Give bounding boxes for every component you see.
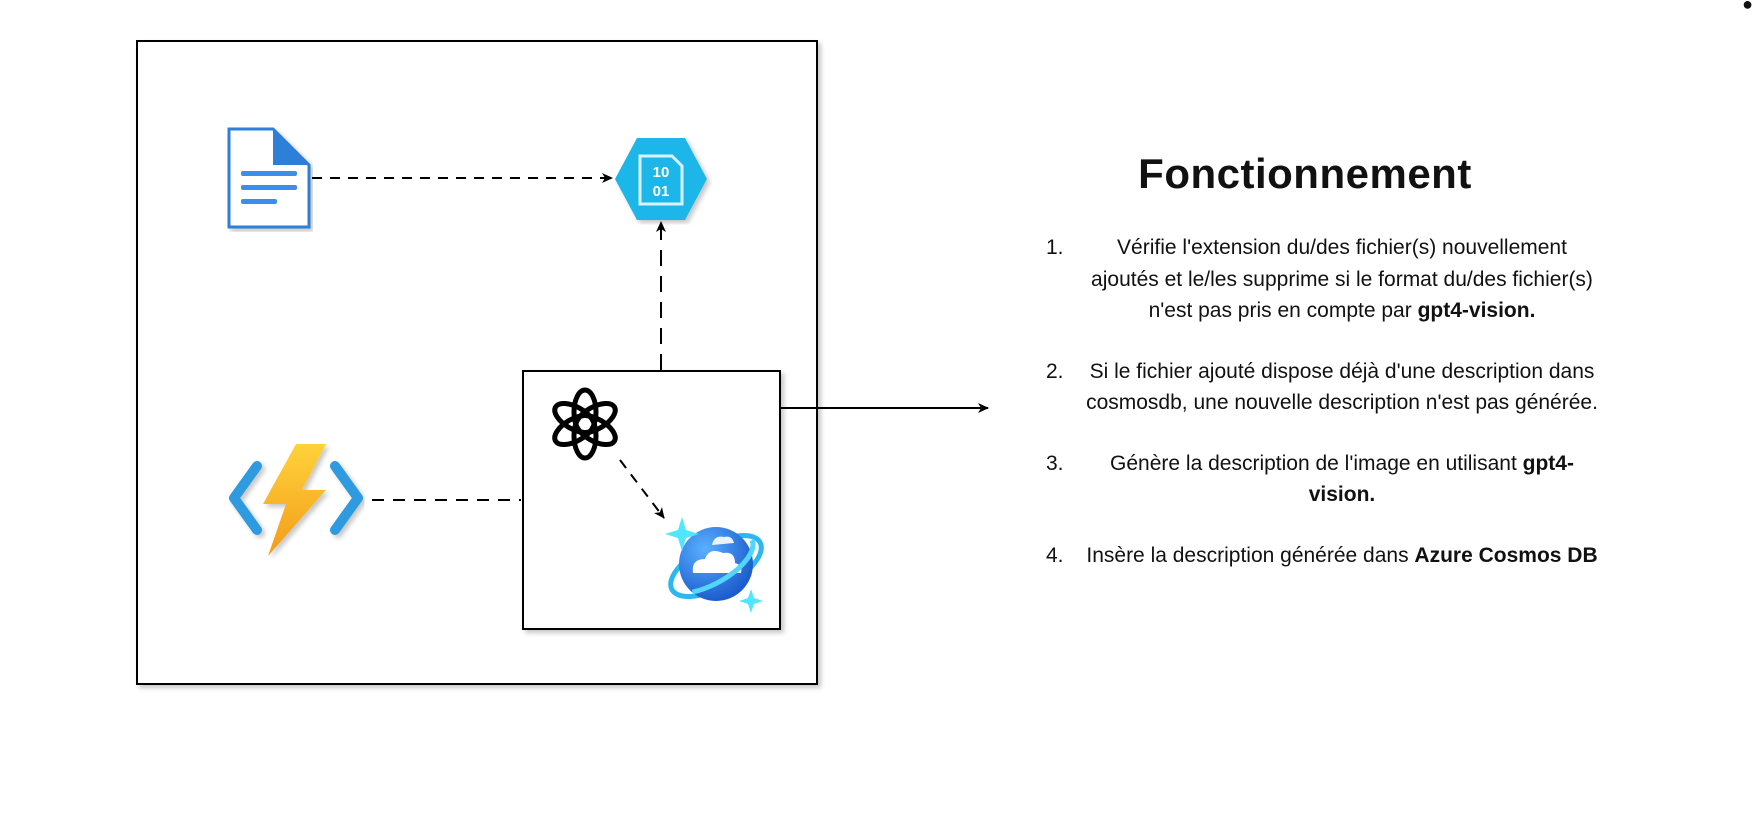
step-number: 3. [1046, 451, 1064, 475]
step-4: 4. Insère la description générée dans Az… [1030, 540, 1600, 572]
step-1: 1. Vérifie l'extension du/des fichier(s)… [1030, 232, 1600, 327]
step-text-bold: Azure Cosmos DB [1414, 543, 1598, 567]
step-text: Vérifie l'extension du/des fichier(s) no… [1091, 236, 1593, 322]
sparkle-small-icon [739, 589, 763, 613]
step-text-bold: gpt4-vision. [1417, 299, 1536, 322]
step-text: Insère la description générée dans [1086, 543, 1415, 567]
step-number: 1. [1046, 236, 1064, 259]
section-title: Fonctionnement [1138, 150, 1472, 197]
step-number: 4. [1046, 543, 1064, 567]
steps-list: 1. Vérifie l'extension du/des fichier(s)… [1030, 232, 1600, 600]
step-number: 2. [1046, 359, 1064, 383]
document-icon [227, 127, 311, 229]
step-text: Génère la description de l'image en util… [1110, 451, 1523, 475]
step-3: 3. Génère la description de l'image en u… [1030, 448, 1600, 511]
step-text-bold: gpt4-vision. [1308, 451, 1574, 507]
connector-openai-to-cosmos [619, 459, 665, 519]
step-text: Si le fichier ajouté dispose déjà d'une … [1086, 359, 1598, 415]
blob-icon-text-bottom: 01 [653, 183, 670, 200]
corner-glyph: ● [1742, 0, 1753, 14]
sparkle-icon [665, 517, 699, 551]
openai-icon [552, 387, 618, 461]
blob-icon-text-top: 10 [653, 164, 670, 181]
cosmos-db-icon [665, 517, 764, 613]
step-2: 2. Si le fichier ajouté dispose déjà d'u… [1030, 356, 1600, 419]
azure-function-icon [229, 444, 363, 556]
blob-storage-icon: 10 01 [615, 138, 707, 220]
